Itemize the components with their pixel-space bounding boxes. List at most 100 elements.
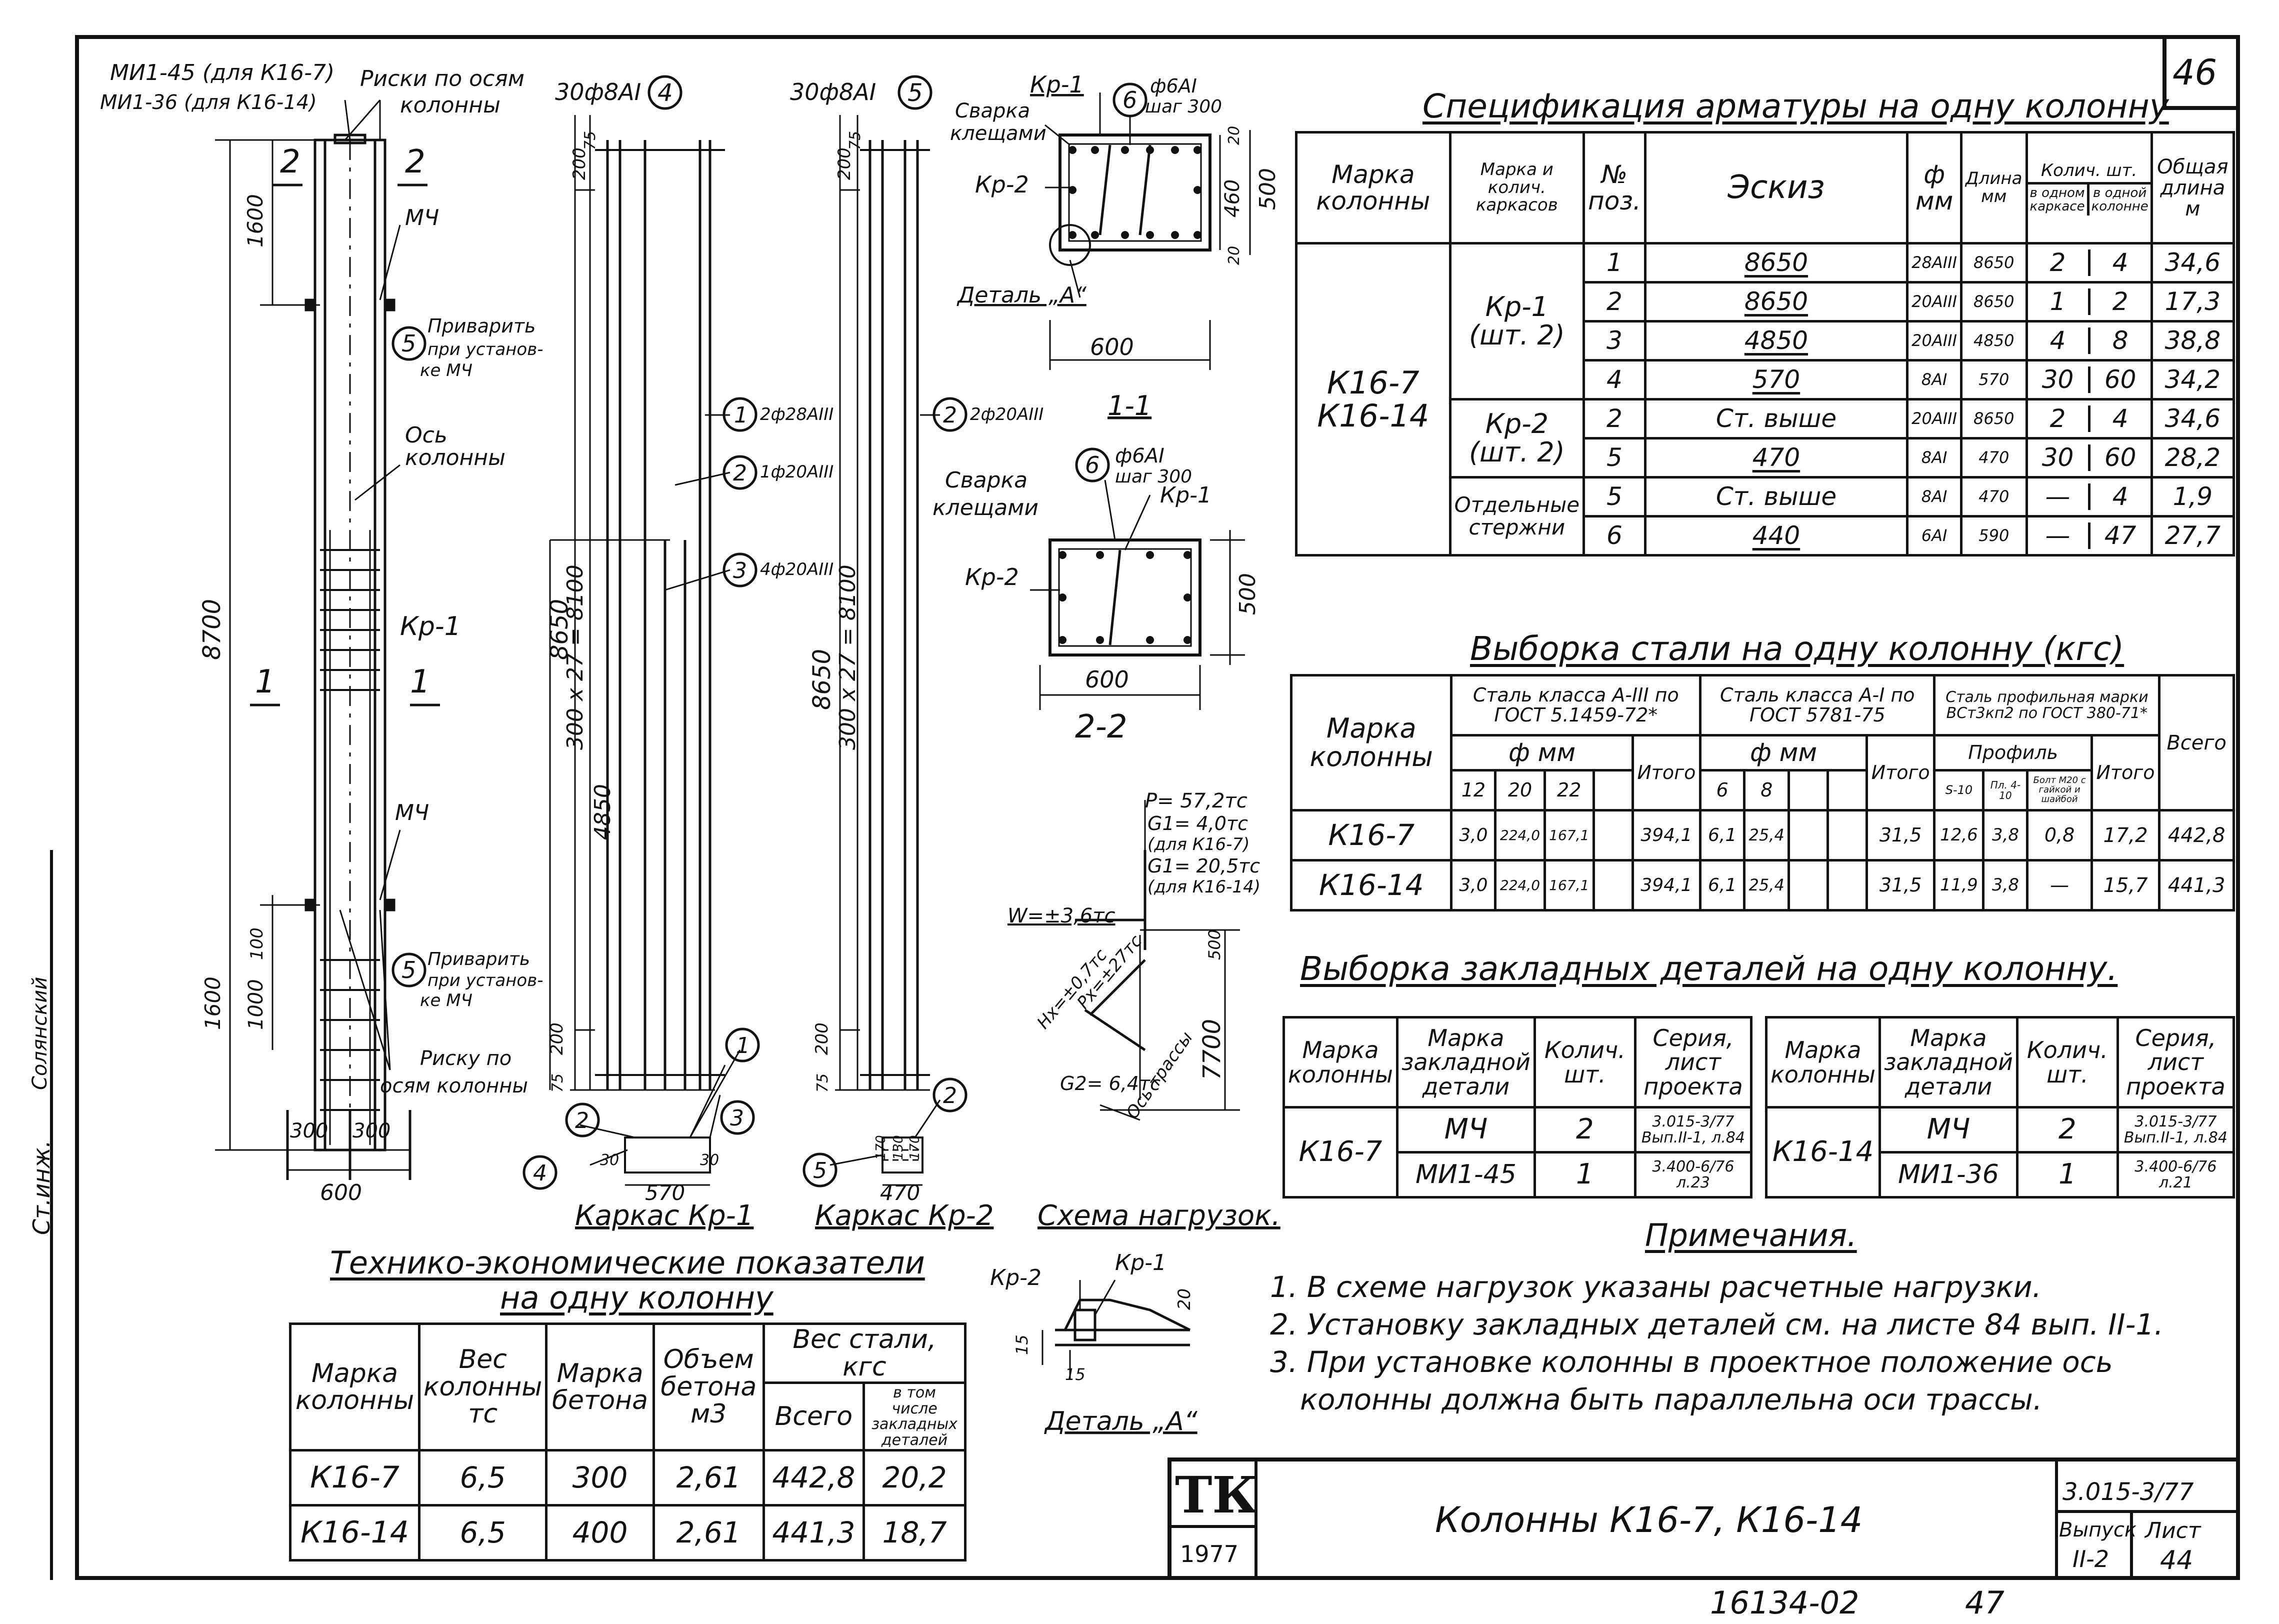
embedded-table-left: Марка колонны Марка закладной детали Кол… (1282, 1016, 1753, 1198)
steel-c6: 6,1 (1699, 859, 1746, 912)
steel-t1: 394,1 (1631, 859, 1702, 912)
elev-weld-top-3: ке МЧ (420, 360, 472, 380)
cage1-d200b: 200 (547, 1022, 567, 1055)
elev-sec2-left: 2 (280, 144, 300, 180)
elev-mark-top-1: МИ1-45 (для К16-7) (110, 60, 334, 86)
emb-h-part: Марка закладной детали (1396, 1016, 1536, 1108)
cage2-d8650: 8650 (808, 649, 836, 710)
detail-a-d15b: 15 (1065, 1365, 1086, 1384)
steel-c22: 167,1 (1543, 809, 1595, 862)
spec-q2: 47 (2104, 521, 2136, 550)
steel-mark: К16-7 (1290, 809, 1453, 862)
steel-title: Выборка стали на одну колонну (кгс) (1470, 630, 2124, 668)
tech-concrete: 300 (545, 1449, 655, 1507)
spec-q2: 60 (2104, 443, 2136, 472)
page-number-box (2162, 35, 2240, 110)
loads-d7700: 7700 (1198, 1019, 1226, 1080)
cage1-d4850: 4850 (590, 784, 616, 840)
spec-dia: 28АIII (1906, 242, 1963, 284)
steel-h-d6: 6 (1699, 769, 1746, 812)
steel-h-p3: Болт М20 с гайкой и шайбой (2026, 769, 2093, 812)
cage1-b1: 1 (736, 1033, 750, 1058)
title-logo-cell (1168, 1458, 1258, 1580)
tech-title-1: Технико-экономические показатели (330, 1244, 925, 1281)
emb-h-mark: Марка колонны (1765, 1016, 1881, 1108)
spec-dia: 8АI (1906, 476, 1963, 518)
elev-weld-num-bot: 5 (402, 956, 416, 984)
emb-qty: 2 (1533, 1106, 1636, 1154)
spec-pos: 2 (1582, 398, 1646, 440)
detail-a-drawing (1042, 1280, 1191, 1380)
elev-dim-600: 600 (320, 1180, 362, 1206)
spec-group: Кр-2 (шт. 2) (1448, 398, 1586, 478)
loads-g1b: G1= 20,5тс (1148, 855, 1260, 877)
cage2-d75: 75 (846, 131, 864, 150)
spec-q2: 4 (2112, 482, 2128, 512)
elev-mark-top-2: МИ1-36 (для К16-14) (100, 91, 317, 114)
cage1-d75b: 75 (549, 1074, 566, 1092)
steel-c20: 224,0 (1494, 859, 1546, 912)
page-number: 46 (2172, 52, 2218, 93)
sheet-frame (75, 35, 2240, 1580)
spec-pos: 6 (1582, 515, 1646, 556)
spec-dia: 6АI (1906, 515, 1963, 556)
tech-h-volume: Объем бетона м3 (652, 1322, 765, 1452)
spec-q1: 4 (2028, 328, 2090, 354)
title-issue-divider (2130, 1510, 2133, 1580)
steel-p3: 0,8 (2026, 809, 2093, 862)
tech-h-weight: Вес колонны тс (418, 1322, 548, 1452)
elev-weld-bot-1: Приварить (428, 949, 530, 970)
sec11-bar-1: ф6АI (1150, 75, 1197, 97)
steel-h-a3: Сталь класса А-III по ГОСТ 5.1459-72* (1450, 674, 1702, 736)
detail-a-kr1: Кр-1 (1115, 1250, 1166, 1276)
spec-pos: 5 (1582, 476, 1646, 518)
spec-dia: 8АI (1906, 437, 1963, 478)
bottom-page: 47 (1965, 1584, 2004, 1621)
steel-t2: 31,5 (1865, 859, 1936, 912)
steel-p2: 3,8 (1982, 809, 2029, 862)
tech-h-all: Всего (762, 1382, 866, 1452)
spec-total: 34,6 (2150, 398, 2236, 440)
title-issue: II-2 (2072, 1546, 2109, 1572)
cage1-c2: 2 (733, 460, 747, 486)
cage1-c1: 1 (734, 402, 748, 428)
sec11-bar-2: шаг 300 (1145, 96, 1222, 117)
detail-a-kr2: Кр-2 (990, 1265, 1042, 1290)
tech-all: 441,3 (762, 1504, 866, 1562)
elev-weld-top-2: при установ- (428, 340, 544, 360)
steel-c6: 6,1 (1699, 809, 1746, 862)
column-elevation (215, 100, 440, 1180)
sec11-d20a: 20 (1226, 126, 1243, 145)
emb-mark: К16-7 (1282, 1106, 1398, 1198)
sec22-weld-1: Сварка (945, 468, 1028, 493)
tech-title-2: на одну колонну (500, 1280, 774, 1316)
spec-sketch: 440 (1644, 515, 1909, 556)
detail-a-caption: Деталь „А“ (1044, 1406, 1198, 1436)
emb-h-series: Серия, лист проекта (1634, 1016, 1753, 1108)
spec-dia: 20АIII (1906, 398, 1963, 440)
steel-h-mm2: ф мм (1699, 734, 1868, 772)
steel-h-itogo3: Итого (2090, 734, 2161, 812)
spec-h-q2: в одной колонне (2091, 185, 2148, 214)
elev-dim-8700: 8700 (198, 599, 226, 660)
sec22-caption: 2-2 (1075, 708, 1128, 746)
note-item: 3. При установке колонны в проектное пол… (1270, 1345, 2113, 1379)
spec-q1: 2 (2028, 406, 2090, 432)
title-code: 3.015-3/77 (2062, 1478, 2194, 1506)
spec-q1: 30 (2028, 444, 2090, 471)
steel-t3: 15,7 (2090, 859, 2161, 912)
tech-h-mark: Марка колонны (288, 1322, 421, 1452)
steel-t3: 17,2 (2090, 809, 2161, 862)
embedded-title: Выборка закладных деталей на одну колонн… (1300, 950, 2118, 988)
elev-axes-label-1: Риски по осям (360, 66, 524, 92)
spec-len: 8650 (1960, 398, 2028, 440)
spec-total: 28,2 (2150, 437, 2236, 478)
steel-h-p2: Пл. 4-10 (1982, 769, 2029, 812)
tech-all: 442,8 (762, 1449, 866, 1507)
emb-part: МИ1-45 (1396, 1151, 1536, 1198)
cage1-b3: 3 (730, 1106, 744, 1131)
steel-all: 441,3 (2158, 859, 2235, 912)
title-code-divider (2055, 1510, 2240, 1513)
sec11-d500: 500 (1255, 168, 1280, 210)
note-item: колонны должна быть параллельна оси трас… (1300, 1382, 2042, 1416)
